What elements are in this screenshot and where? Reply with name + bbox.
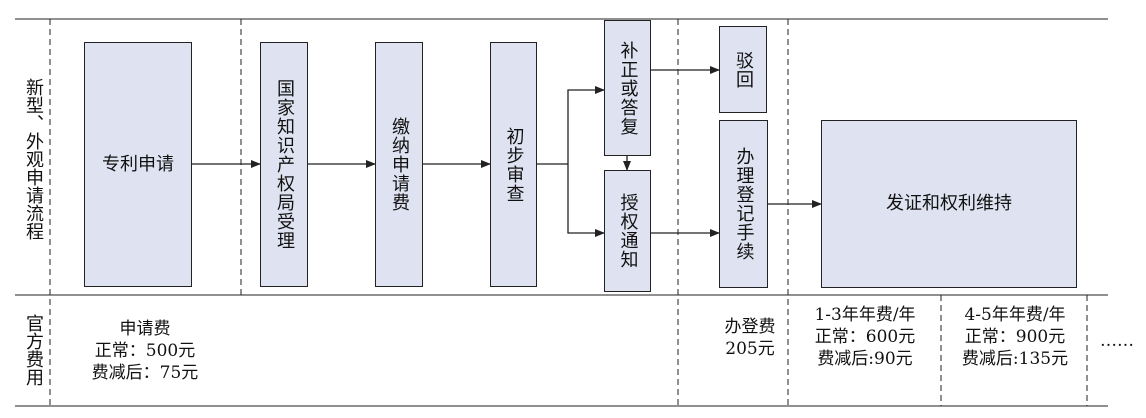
column-separators: [49, 19, 1088, 406]
fee-apply: 申请费 正常：500元 费减后：75元: [60, 318, 230, 384]
fee-apply-title: 申请费: [119, 319, 171, 339]
fee-register-amount: 205元: [725, 339, 775, 359]
step-correction: 补正或答复: [604, 20, 651, 156]
step-reject: 驳回: [719, 26, 767, 113]
row-label-process: 新型、外观申请流程: [23, 78, 44, 240]
step-accept: 国家知识产权局受理: [260, 42, 308, 287]
fee-years-1-3-title: 1-3年年费/年: [814, 305, 916, 325]
fee-apply-normal: 正常：500元: [94, 341, 196, 361]
step-grant-notice: 授权通知: [604, 170, 651, 292]
row-label-fees: 官方费用: [23, 314, 44, 386]
fee-years-4-5-normal: 正常：900元: [964, 327, 1066, 347]
step-registration: 办理登记手续: [719, 120, 768, 288]
fee-years-1-3-reduced: 费减后:90元: [817, 349, 913, 369]
step-apply: 专利申请: [84, 42, 192, 287]
step-certificate: 发证和权利维持: [821, 120, 1077, 288]
step-pay-fee: 缴纳申请费: [375, 42, 423, 287]
fee-more-ellipsis: ……: [1100, 331, 1134, 351]
fee-years-4-5-title: 4-5年年费/年: [964, 305, 1066, 325]
fee-register: 办登费 205元: [712, 316, 788, 360]
fee-register-title: 办登费: [724, 317, 776, 337]
fee-years-4-5-reduced: 费减后:135元: [961, 349, 1069, 369]
arrow-exam-grant: [567, 164, 605, 237]
arrow-exam-correct: [567, 86, 605, 164]
fee-years-1-3-normal: 正常：600元: [814, 327, 916, 347]
fee-apply-reduced: 费减后：75元: [91, 363, 199, 383]
fee-years-1-3: 1-3年年费/年 正常：600元 费减后:90元: [790, 304, 940, 370]
fee-years-4-5: 4-5年年费/年 正常：900元 费减后:135元: [942, 304, 1088, 370]
step-preliminary-exam: 初步审查: [490, 42, 537, 287]
